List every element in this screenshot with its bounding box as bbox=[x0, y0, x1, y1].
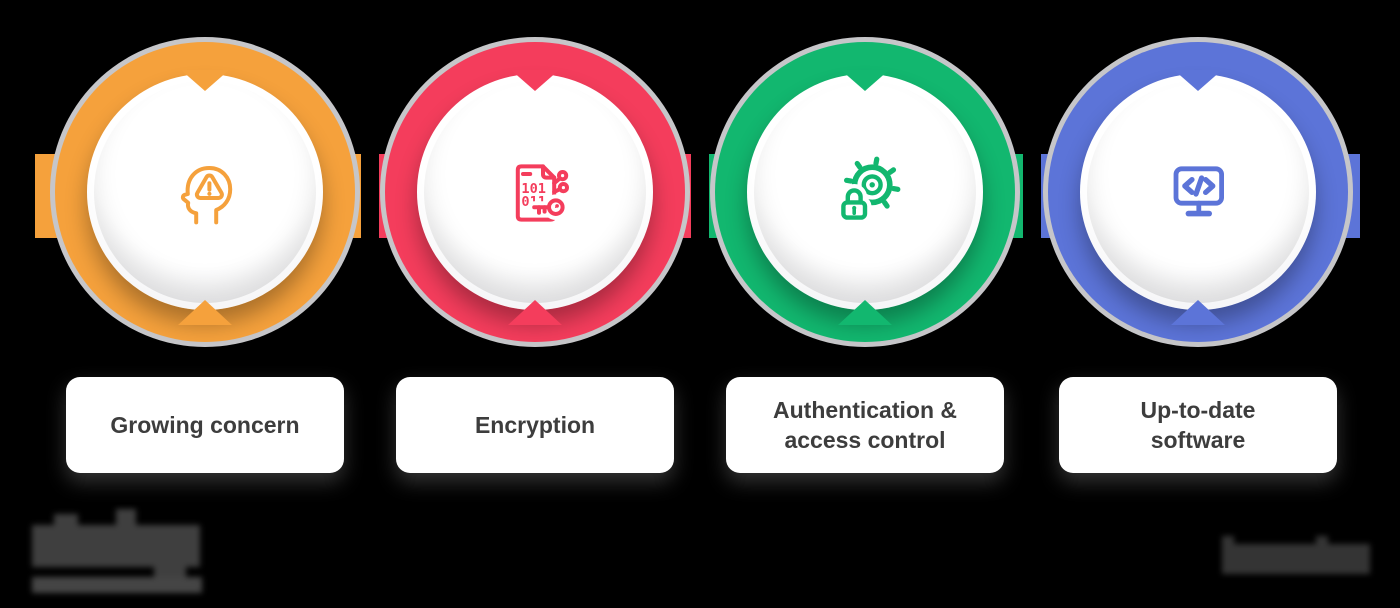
step-label-line: Authentication & bbox=[773, 396, 957, 423]
step-ring bbox=[55, 42, 355, 342]
step-label-card: Authentication & access control bbox=[726, 377, 1004, 473]
step-label-line: software bbox=[1150, 427, 1246, 453]
step-authentication-access-control: Authentication & access control bbox=[715, 42, 1015, 477]
step-ring bbox=[1048, 42, 1348, 342]
step-label-line: access control bbox=[784, 427, 946, 453]
step-label-line: Growing concern bbox=[110, 411, 300, 438]
step-label-card: Growing concern bbox=[66, 377, 344, 473]
blurred-logo-right bbox=[1218, 536, 1378, 582]
step-disc: 101 011 bbox=[417, 74, 653, 310]
connector-gap bbox=[361, 154, 379, 238]
code-monitor-icon bbox=[1158, 152, 1238, 232]
svg-text:101: 101 bbox=[521, 181, 546, 197]
step-label-card: Encryption bbox=[396, 377, 674, 473]
gear-lock-icon bbox=[825, 152, 905, 232]
step-up-to-date-software: Up-to-date software bbox=[1048, 42, 1348, 477]
step-label-line: Encryption bbox=[474, 411, 596, 438]
step-ring: 101 011 bbox=[385, 42, 685, 342]
binary-file-key-icon: 101 011 bbox=[495, 152, 575, 232]
mind-alert-icon bbox=[165, 152, 245, 232]
connector-gap bbox=[1022, 154, 1041, 238]
step-growing-concern: Growing concern bbox=[55, 42, 355, 477]
step-disc bbox=[1080, 74, 1316, 310]
step-label-card: Up-to-date software bbox=[1059, 377, 1337, 473]
step-label-line: Up-to-date bbox=[1140, 396, 1256, 423]
step-disc bbox=[87, 74, 323, 310]
step-ring bbox=[715, 42, 1015, 342]
step-disc bbox=[747, 74, 983, 310]
connector-gap bbox=[691, 154, 709, 238]
step-encryption: 101 011 bbox=[385, 42, 685, 477]
blurred-logo-left bbox=[28, 505, 208, 597]
